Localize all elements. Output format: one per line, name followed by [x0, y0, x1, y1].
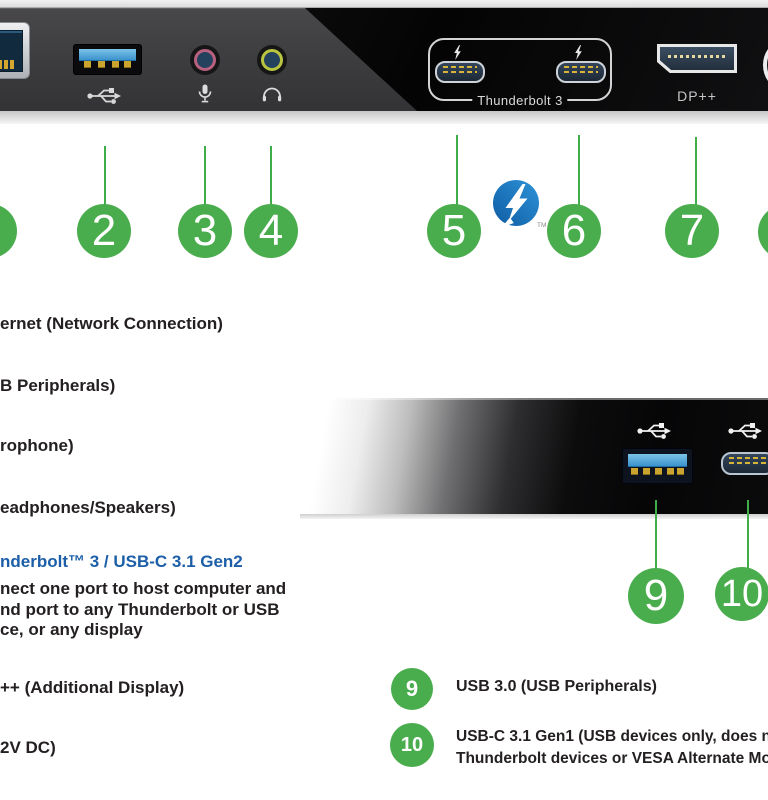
ethernet-pin	[4, 60, 8, 69]
legend-thunderbolt-line2: nd port to any Thunderbolt or USB	[0, 600, 280, 619]
usb-contact	[631, 468, 638, 475]
callout-line-10	[747, 500, 749, 569]
callout-4: 4	[244, 204, 298, 258]
thunderbolt-group-label: Thunderbolt 3	[472, 93, 568, 108]
legend-thunderbolt-line3: ce, or any display	[0, 620, 143, 639]
usb-icon	[87, 88, 121, 104]
microphone-icon	[198, 84, 212, 103]
legend-dp: ++ (Additional Display)	[0, 678, 185, 697]
callout-8-partial	[758, 205, 768, 259]
ethernet-port-inner	[0, 30, 23, 72]
usb-icon	[637, 423, 671, 439]
callout-line-5	[456, 135, 458, 207]
callout-line-7	[695, 137, 697, 207]
thunderbolt-logo: TM	[493, 180, 546, 229]
lightning-bolt-icon	[454, 45, 461, 60]
legend-microphone: rophone)	[0, 436, 74, 455]
usb-contact	[655, 468, 662, 475]
displayport-pins	[668, 55, 728, 58]
displayport-inner	[660, 47, 734, 70]
rear-panel-body: Thunderbolt 3 DP++	[0, 8, 768, 111]
rear-panel: Thunderbolt 3 DP++	[0, 0, 768, 124]
headphones-icon	[262, 87, 282, 102]
usb-a-tab	[628, 454, 687, 467]
usb-contact	[112, 61, 119, 68]
legend-power: 2V DC)	[0, 738, 56, 757]
ethernet-pin	[0, 60, 2, 69]
callout-line-4	[270, 146, 272, 207]
usb-contact	[677, 468, 684, 475]
usb-a-port-front	[622, 448, 693, 484]
front-panel-bottom-edge	[300, 514, 768, 519]
callout-2: 2	[77, 204, 131, 258]
usb-c-contacts	[443, 71, 477, 73]
callout-3: 3	[178, 204, 232, 258]
legend-usb-front: USB 3.0 (USB Peripherals)	[456, 678, 657, 695]
callout-line-3	[204, 146, 206, 207]
usb-contact	[98, 61, 105, 68]
usb-c-contacts	[729, 457, 767, 459]
usb-contact	[667, 468, 674, 475]
callout-line-2	[104, 146, 106, 207]
thunderbolt-tm: TM	[537, 222, 546, 229]
callout-7: 7	[665, 204, 719, 258]
thunderbolt-group-outline: Thunderbolt 3	[428, 38, 612, 108]
usb-c-contacts	[729, 462, 767, 464]
legend-usb: B Peripherals)	[0, 376, 116, 395]
legend-usbc-line1: USB-C 3.1 Gen1 (USB devices only, does n	[456, 728, 768, 745]
legend-ethernet: ernet (Network Connection)	[0, 314, 223, 333]
lightning-bolt-icon	[575, 45, 582, 60]
usb-a-port-rear	[73, 44, 142, 75]
callout-1-partial	[0, 204, 17, 258]
callout-line-6	[578, 135, 580, 207]
usb-a-tab	[79, 49, 136, 61]
callout-10: 10	[715, 567, 768, 621]
legend-bullet-9: 9	[391, 668, 433, 710]
callout-line-9	[655, 500, 657, 570]
legend-thunderbolt-line1: nect one port to host computer and	[0, 579, 287, 598]
legend-usbc-line2: Thunderbolt devices or VESA Alternate Mo	[456, 750, 768, 767]
legend-headphones: eadphones/Speakers)	[0, 498, 176, 517]
thunderbolt-port-2	[556, 61, 606, 83]
displayport-port	[657, 44, 737, 73]
ethernet-port	[0, 22, 30, 79]
ethernet-pin	[10, 60, 14, 69]
legend-thunderbolt-heading: nderbolt™ 3 / USB-C 3.1 Gen2	[0, 552, 243, 571]
usb-contact	[84, 61, 91, 68]
displayport-label: DP++	[677, 88, 717, 104]
thunderbolt-port-1	[435, 61, 485, 83]
usb-c-contacts	[564, 66, 598, 68]
callout-9: 9	[628, 568, 684, 624]
legend-bullet-10: 10	[390, 723, 434, 767]
rear-panel-top-edge	[0, 0, 768, 8]
front-panel	[300, 398, 768, 514]
usb-contact	[643, 468, 650, 475]
usb-contact	[124, 61, 131, 68]
rear-panel-bottom-edge	[0, 111, 768, 124]
usb-c-contacts	[564, 71, 598, 73]
usb-icon	[728, 423, 762, 439]
callout-6: 6	[547, 204, 601, 258]
callout-5: 5	[427, 204, 481, 258]
usb-c-contacts	[443, 66, 477, 68]
usb-c-port-front	[721, 452, 768, 475]
headphone-jack	[261, 49, 283, 71]
microphone-jack	[194, 49, 216, 71]
